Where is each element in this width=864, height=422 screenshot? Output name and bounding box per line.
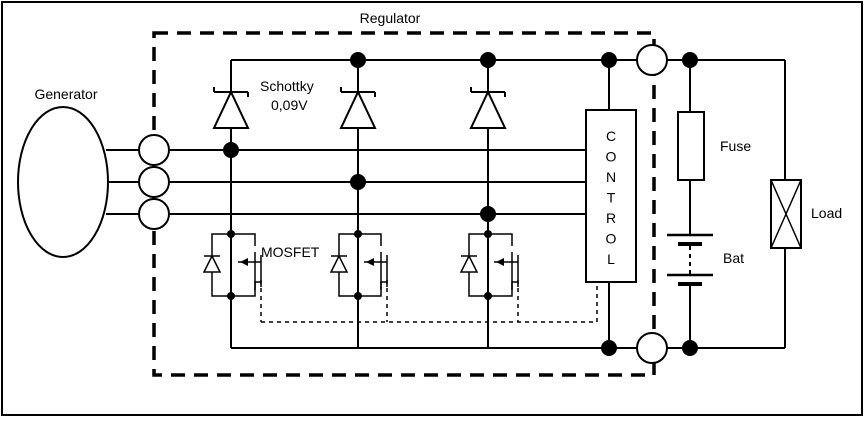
mosfet-3 [459, 233, 519, 322]
connector-phase-3 [138, 198, 170, 230]
control-unit [585, 109, 637, 283]
regulator-label: Regulator [360, 10, 421, 26]
generator-label: Generator [34, 86, 97, 102]
control-letter: R [606, 210, 616, 226]
control-letter: O [606, 149, 617, 165]
gate-drive-bus [261, 282, 598, 323]
connector-phase-1 [138, 134, 170, 166]
schottky-diode-2 [339, 60, 377, 348]
regulator-boundary [152, 31, 656, 377]
battery-symbol [667, 233, 713, 286]
schottky-voltage-label: 0,09V [271, 97, 308, 113]
load-cross [770, 179, 802, 249]
generator-symbol [17, 106, 109, 258]
schottky-diode-1 [212, 60, 250, 348]
control-letter: L [607, 251, 615, 267]
connector-negative [636, 332, 668, 364]
mosfet-1 [202, 233, 262, 322]
fuse-label: Fuse [720, 138, 751, 154]
control-letter: N [606, 169, 616, 185]
connector-positive [636, 44, 668, 76]
mosfet-label: MOSFET [261, 244, 320, 260]
fuse-symbol [677, 111, 705, 181]
load-label: Load [811, 205, 842, 221]
schottky-label: Schottky [260, 78, 314, 94]
schottky-diode-3 [469, 60, 507, 348]
battery-label: Bat [723, 250, 744, 266]
connector-phase-2 [138, 166, 170, 198]
control-letter: T [607, 190, 616, 206]
mosfet-2 [329, 233, 388, 322]
control-letter: O [606, 231, 617, 247]
control-letter: C [606, 128, 616, 144]
